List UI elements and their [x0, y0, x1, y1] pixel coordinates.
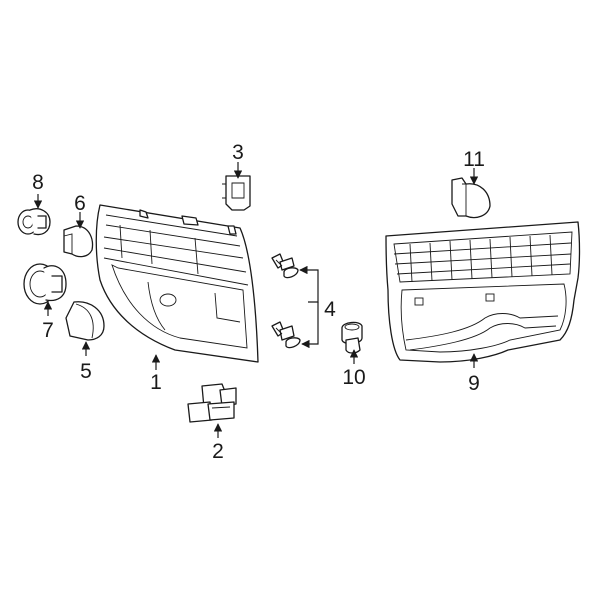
bulb-socket-8 [17, 208, 51, 236]
wiring-connector [187, 383, 237, 423]
bulb-11 [451, 177, 491, 219]
nut [341, 321, 363, 354]
mounting-bracket [222, 175, 251, 211]
callout-9: 9 [468, 372, 480, 395]
bulb-5 [65, 301, 105, 341]
callout-2: 2 [212, 440, 224, 463]
callout-3: 3 [232, 141, 244, 164]
callout-11: 11 [463, 148, 485, 171]
callout-1: 1 [150, 371, 162, 394]
callout-7: 7 [42, 319, 54, 342]
bulb-6 [63, 225, 94, 258]
bulb-socket-7 [23, 263, 67, 305]
callout-5: 5 [80, 360, 92, 383]
leader-lines [33, 162, 479, 438]
callout-6: 6 [74, 192, 86, 215]
callout-4: 4 [324, 298, 336, 321]
tail-lamp-assembly [95, 204, 259, 363]
callout-10: 10 [342, 366, 365, 389]
callout-labels: 1 2 3 4 5 6 7 8 9 10 11 [32, 141, 485, 463]
retaining-bolts [271, 253, 301, 349]
callout-8: 8 [32, 171, 44, 194]
backup-lamp-assembly [385, 221, 581, 363]
